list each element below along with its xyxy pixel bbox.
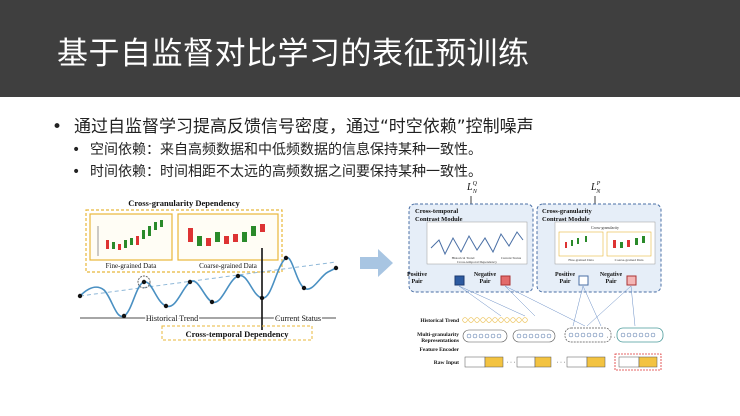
arrow-icon: [360, 249, 393, 277]
inner-fine-panel: [558, 231, 604, 257]
left-dependency-figure: Cross-granularity Dependency Fine-graine…: [77, 198, 339, 341]
negative-pair-box-right: [626, 275, 637, 286]
bullet-dot: •: [72, 164, 81, 180]
module-right-subtitle: Contrast Module: [542, 216, 590, 223]
trend-nodes: [462, 317, 528, 323]
ellipsis-1: · · ·: [507, 360, 516, 366]
inner-right-title: Cross-granularity: [591, 225, 619, 230]
wave-points: [77, 255, 339, 319]
sub-bullet-item: • 空间依赖：来自高频数据和中低频数据的信息保持某种一致性。: [52, 140, 712, 160]
multi-granularity-label-2: Representations: [421, 338, 459, 344]
sub-bullet-text: 时间依赖：时间相距不太远的高频数据之间要保持某种一致性。: [90, 164, 482, 180]
representation-group-3: [564, 327, 612, 343]
negative-pair-label-left-2: Pair: [480, 279, 491, 285]
raw-input-label: Raw Input: [434, 360, 459, 366]
inner-coarse-caption: Coarse-grained Data: [615, 258, 644, 262]
module-left-subtitle: Contrast Module: [415, 216, 463, 223]
connection-lines: [458, 285, 636, 327]
module-left-title: Cross-temporal: [415, 208, 458, 215]
inner-current-caption: Current Status: [501, 256, 522, 260]
inner-cross-caption: Cross-temporal Dependency: [457, 260, 497, 264]
negative-pair-label-right-2: Pair: [606, 279, 617, 285]
cross-granularity-box: [85, 209, 283, 273]
positive-pair-label-right-2: Pair: [560, 279, 571, 285]
multi-granularity-label: Multi-granularity: [417, 332, 459, 338]
ellipsis-3: · · ·: [607, 335, 616, 341]
negative-pair-label-right: Negative: [600, 272, 623, 278]
bullet-text: 通过自监督学习提高反馈信号密度，通过“时空依赖”控制噪声: [74, 117, 534, 137]
slide-header: [0, 0, 740, 97]
cross-temporal-label: Cross-temporal Dependency: [185, 329, 289, 339]
inner-hist-caption: Historical Trend: [452, 256, 475, 260]
historical-trend-label: Historical Trend: [146, 314, 198, 323]
sub-bullet-text: 空间依赖：来自高频数据和中低频数据的信息保持某种一致性。: [90, 142, 482, 158]
positive-pair-label-right: Positive: [555, 272, 575, 278]
cross-temporal-box: [161, 325, 313, 341]
sub-bullet-item: • 时间依赖：时间相距不太远的高频数据之间要保持某种一致性。: [52, 162, 712, 182]
raw-input-blocks: [464, 356, 658, 368]
positive-pair-box-left: [454, 275, 465, 286]
positive-pair-label-left: Positive: [407, 272, 427, 278]
current-input-outline: [614, 353, 662, 371]
fine-grained-label: Fine-grained Data: [106, 262, 158, 270]
module-right-title: Cross-granularity: [542, 208, 592, 215]
cross-granularity-label: Cross-granularity Dependency: [128, 198, 240, 208]
inner-fine-caption: Fine-grained Data: [568, 258, 594, 262]
current-status-label: Current Status: [275, 314, 321, 323]
module-left-wave: [430, 231, 524, 256]
inner-coarse-panel: [606, 231, 652, 257]
inner-candles: [565, 236, 645, 248]
slide-title: 基于自监督对比学习的表征预训练: [57, 36, 530, 72]
negative-pair-label-left: Negative: [474, 272, 497, 278]
representation-group-4: [616, 327, 664, 343]
representation-group-1: [462, 329, 508, 343]
ellipsis-2: · · ·: [557, 360, 566, 366]
trend-line: [79, 261, 337, 297]
highlight-point: [137, 275, 151, 289]
bullet-dot: •: [72, 142, 81, 158]
feature-encoder-label: Feature Encoder: [420, 347, 460, 353]
negative-pair-box-left: [500, 275, 511, 286]
positive-pair-label-left-2: Pair: [412, 279, 423, 285]
historical-trend-small: Historical Trend: [420, 318, 459, 324]
fine-grained-panel: [89, 213, 173, 261]
fine-grained-candles: [97, 220, 163, 256]
coarse-grained-candles: [188, 224, 265, 246]
representation-group-2: [512, 329, 556, 343]
positive-pair-box-right: [578, 275, 589, 286]
bullet-list: • 通过自监督学习提高反馈信号密度，通过“时空依赖”控制噪声 • 空间依赖：来自…: [52, 116, 712, 182]
bullet-item: • 通过自监督学习提高反馈信号密度，通过“时空依赖”控制噪声: [52, 116, 712, 138]
bullet-dot: •: [52, 117, 63, 137]
coarse-grained-label: Coarse-grained Data: [199, 262, 258, 270]
